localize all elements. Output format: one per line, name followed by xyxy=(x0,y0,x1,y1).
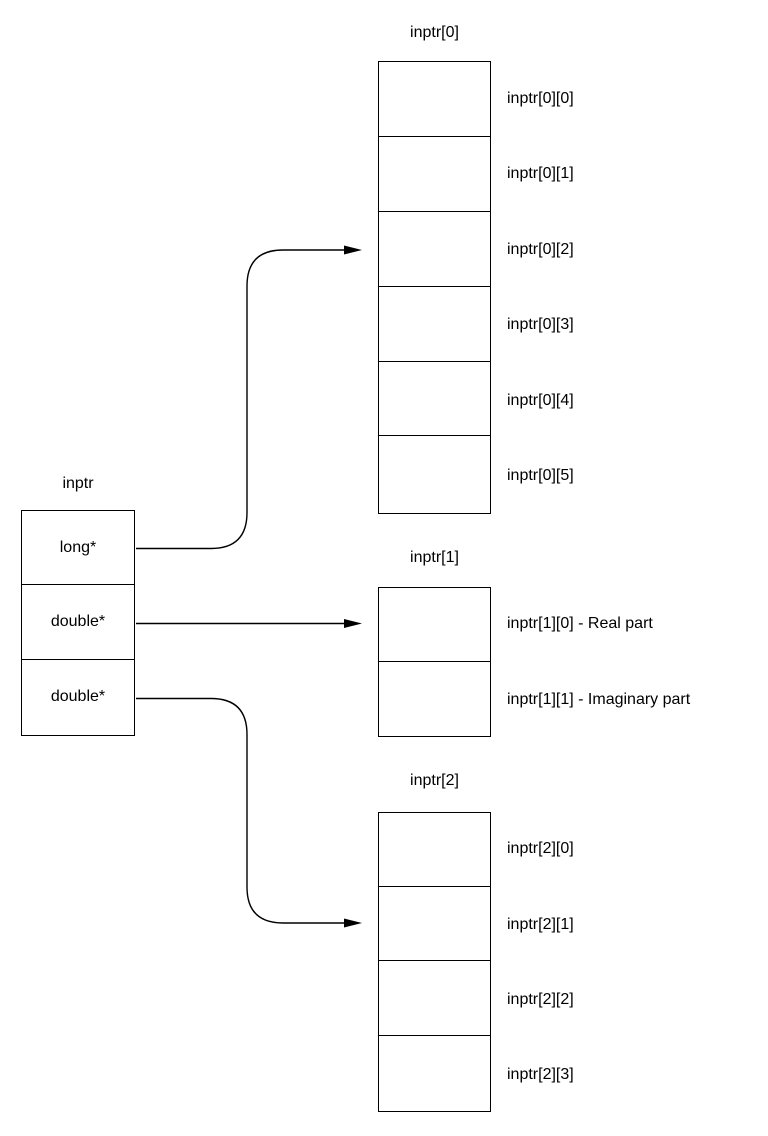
array0-cell-1-label: inptr[0][1] xyxy=(507,165,574,182)
array0-cell-3-label: inptr[0][3] xyxy=(507,316,574,333)
pointer-cell-long: long* xyxy=(22,511,134,586)
arrowhead-icon xyxy=(344,619,362,628)
array2-box xyxy=(378,812,491,1112)
array2-cell-1-label: inptr[2][1] xyxy=(507,916,574,933)
array1-box xyxy=(378,587,491,737)
array1-cell-0 xyxy=(379,588,490,662)
array2-cell-1 xyxy=(379,887,490,962)
arrowhead-icon xyxy=(344,918,362,928)
array0-title: inptr[0] xyxy=(410,24,459,41)
array1-title: inptr[1] xyxy=(410,549,459,566)
array0-cell-4 xyxy=(379,362,490,437)
arrow-double1-to-inptr1 xyxy=(136,619,362,628)
array0-box xyxy=(378,61,491,514)
pointer-cell-double-1-label: double* xyxy=(50,613,106,631)
array0-cell-4-label: inptr[0][4] xyxy=(507,392,574,409)
array0-cell-3 xyxy=(379,287,490,362)
array1-cell-1 xyxy=(379,662,490,736)
array0-cell-5-label: inptr[0][5] xyxy=(507,467,574,484)
array0-cell-2-label: inptr[0][2] xyxy=(507,241,574,258)
array0-cell-5 xyxy=(379,436,490,511)
array2-cell-2-label: inptr[2][2] xyxy=(507,991,574,1008)
array2-cell-0 xyxy=(379,813,490,888)
array1-cell-0-label: inptr[1][0] - Real part xyxy=(507,615,653,632)
array2-cell-3 xyxy=(379,1036,490,1110)
array2-cell-0-label: inptr[2][0] xyxy=(507,840,574,857)
array0-cell-0 xyxy=(379,62,490,137)
pointer-cell-double-2: double* xyxy=(22,660,134,734)
array0-cell-1 xyxy=(379,137,490,212)
array0-cell-0-label: inptr[0][0] xyxy=(507,90,574,107)
array2-cell-2 xyxy=(379,961,490,1036)
arrow-double2-to-inptr2 xyxy=(136,697,362,928)
pointer-cell-double-2-label: double* xyxy=(50,687,106,705)
pointer-table: long* double* double* xyxy=(21,510,135,736)
array0-cell-2 xyxy=(379,212,490,287)
pointer-table-title: inptr xyxy=(62,475,94,492)
array1-cell-1-label: inptr[1][1] - Imaginary part xyxy=(507,691,691,708)
pointer-cell-double-1: double* xyxy=(22,585,134,660)
arrowhead-icon xyxy=(344,245,362,255)
array2-cell-3-label: inptr[2][3] xyxy=(507,1066,574,1083)
pointer-cell-long-label: long* xyxy=(59,538,97,556)
array2-title: inptr[2] xyxy=(410,772,459,789)
arrow-long-to-inptr0 xyxy=(136,245,362,550)
